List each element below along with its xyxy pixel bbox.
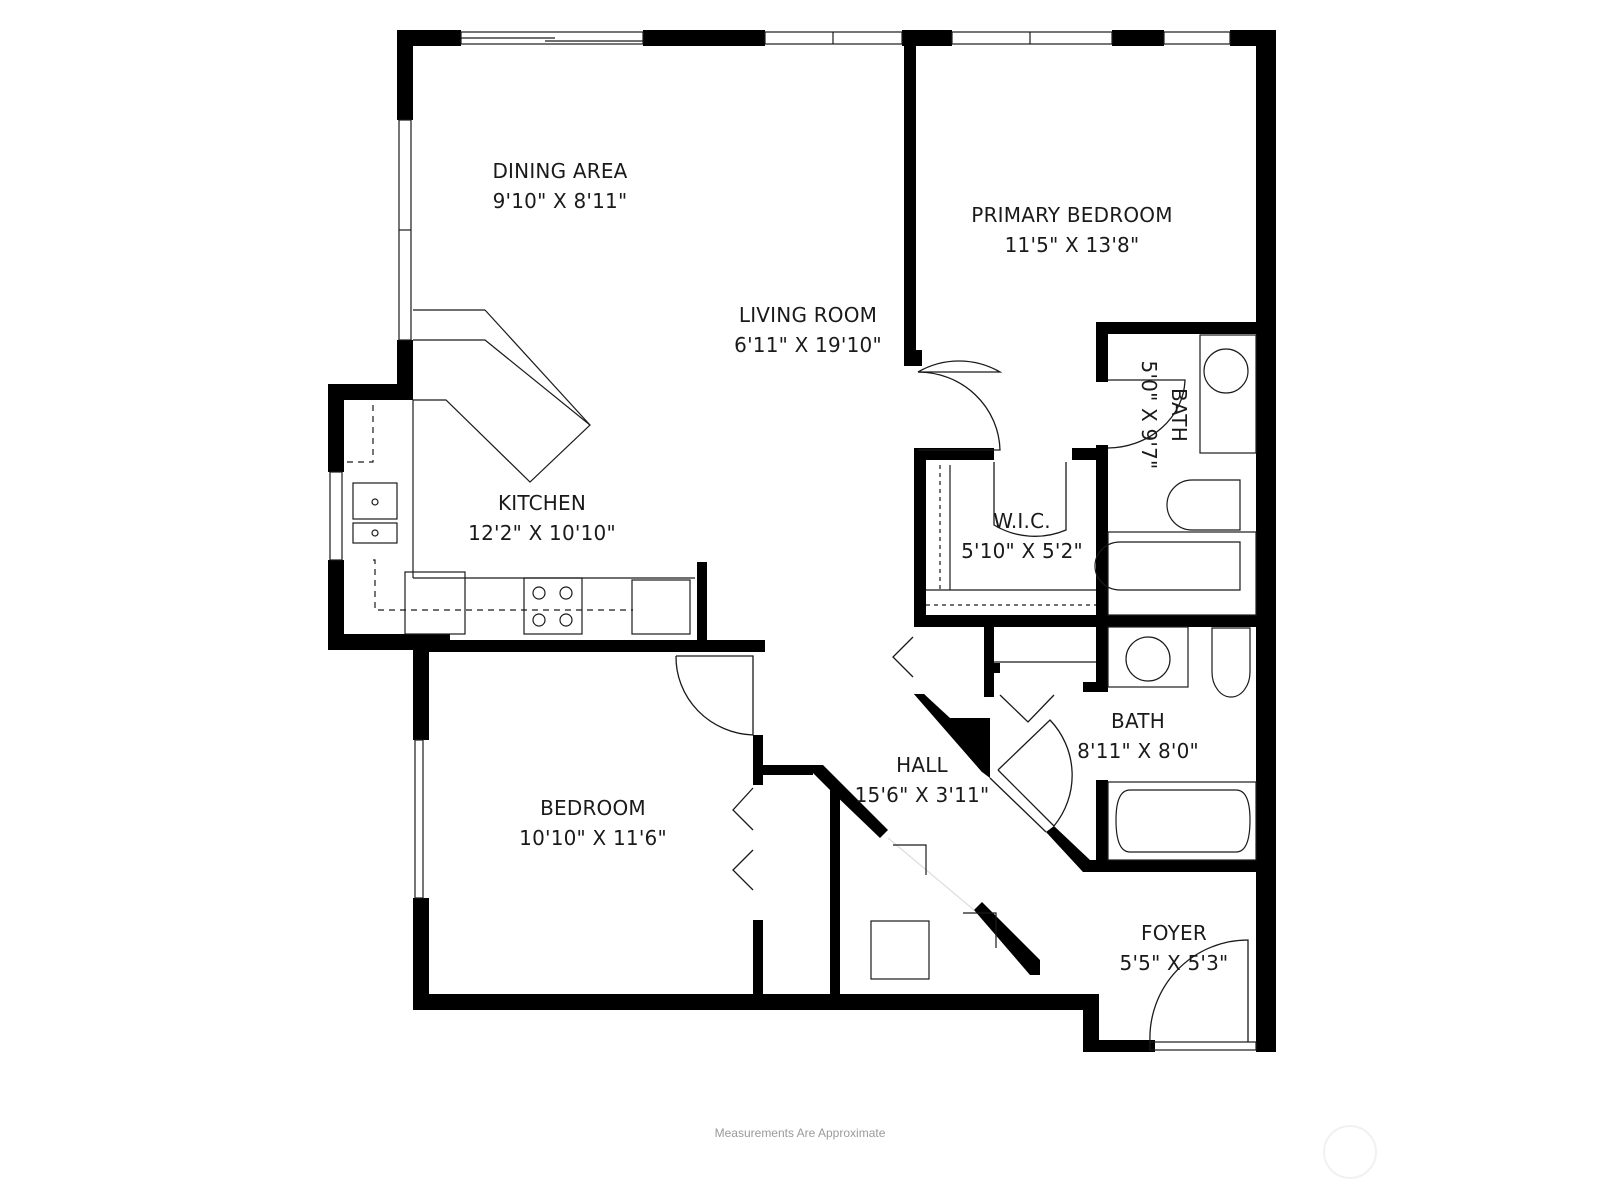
room-dimensions: 15'6" X 3'11" xyxy=(854,783,990,807)
room-name: BEDROOM xyxy=(540,796,646,820)
fixtures xyxy=(347,309,1257,980)
doors xyxy=(675,360,1249,1043)
room-name: PRIMARY BEDROOM xyxy=(971,203,1173,227)
room-name: HALL xyxy=(896,753,948,777)
watermark-badge-icon xyxy=(1323,1125,1377,1179)
room-name: BATH xyxy=(1167,388,1191,442)
room-name: FOYER xyxy=(1141,921,1207,945)
room-label-kitchen: KITCHEN 12'2" X 10'10" xyxy=(468,488,616,548)
measurement-disclaimer: Measurements Are Approximate xyxy=(714,1126,886,1140)
room-name: W.I.C. xyxy=(993,509,1051,533)
walls xyxy=(328,30,1276,1052)
room-dimensions: 8'11" X 8'0" xyxy=(1077,739,1199,763)
room-label-primary-bedroom: PRIMARY BEDROOM 11'5" X 13'8" xyxy=(971,200,1172,260)
room-dimensions: 11'5" X 13'8" xyxy=(1004,233,1140,257)
room-name: KITCHEN xyxy=(497,491,587,515)
room-name: DINING AREA xyxy=(492,159,628,183)
room-label-hall: HALL 15'6" X 3'11" xyxy=(855,750,990,810)
room-label-dining-area: DINING AREA 9'10" X 8'11" xyxy=(492,156,627,216)
room-label-bath: BATH 8'11" X 8'0" xyxy=(1077,706,1199,766)
room-name: LIVING ROOM xyxy=(738,303,878,327)
room-label-walk-in-closet: W.I.C. 5'10" X 5'2" xyxy=(961,506,1083,566)
room-label-foyer: FOYER 5'5" X 5'3" xyxy=(1120,918,1229,978)
room-label-primary-bath: BATH 5'0" X 9'7" xyxy=(1134,361,1194,470)
room-dimensions: 10'10" X 11'6" xyxy=(519,826,667,850)
room-dimensions: 12'2" X 10'10" xyxy=(468,521,616,545)
room-name: BATH xyxy=(1111,709,1165,733)
room-label-living-room: LIVING ROOM 6'11" X 19'10" xyxy=(734,300,882,360)
windows xyxy=(329,31,1257,1051)
room-dimensions: 6'11" X 19'10" xyxy=(734,333,882,357)
room-label-bedroom: BEDROOM 10'10" X 11'6" xyxy=(519,793,667,853)
room-dimensions: 5'0" X 9'7" xyxy=(1137,360,1161,470)
room-dimensions: 5'5" X 5'3" xyxy=(1119,951,1229,975)
room-dimensions: 9'10" X 8'11" xyxy=(492,189,628,213)
room-dimensions: 5'10" X 5'2" xyxy=(961,539,1083,563)
